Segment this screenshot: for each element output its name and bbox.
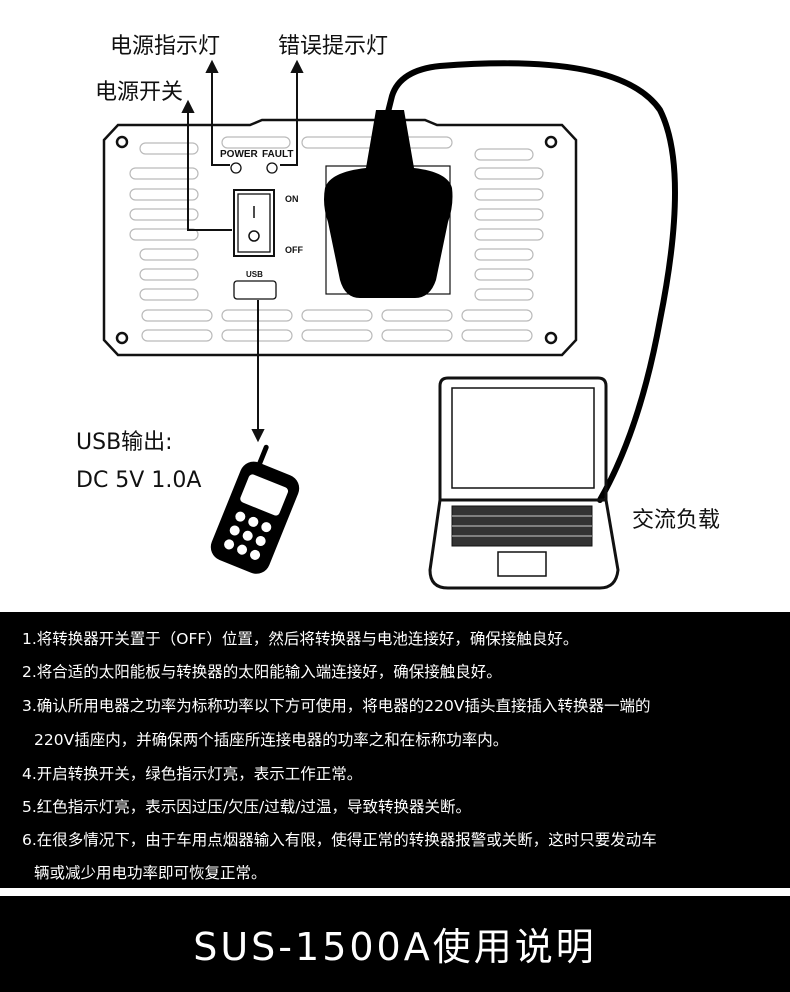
fault-led-label: FAULT <box>262 149 293 160</box>
instruction-6: 6.在很多情况下，由于车用点烟器输入有限，使得正常的转换器报警或关断，这时只要发… <box>22 831 657 849</box>
usb-port-label: USB <box>246 270 263 279</box>
switch-off-label: OFF <box>285 245 303 255</box>
ac-cable <box>385 60 678 503</box>
power-led-label: POWER <box>220 149 259 160</box>
instruction-2: 2.将合适的太阳能板与转换器的太阳能输入端连接好，确保接触良好。 <box>22 663 502 681</box>
usb-output-label: USB输出: <box>76 430 173 455</box>
instruction-1: 1.将转换器开关置于（OFF）位置，然后将转换器与电池连接好，确保接触良好。 <box>22 630 579 648</box>
usb-spec-label: DC 5V 1.0A <box>76 468 202 493</box>
page-title: SUS-1500A使用说明 <box>193 925 597 969</box>
instruction-3-cont: 220V插座内，并确保两个插座所连接电器的功率之和在标称功率内。 <box>34 731 509 749</box>
instruction-4: 4.开启转换开关，绿色指示灯亮，表示工作正常。 <box>22 765 363 783</box>
title-band <box>0 896 790 992</box>
fault-indicator-label: 错误提示灯 <box>278 34 389 59</box>
power-switch[interactable] <box>233 189 275 257</box>
laptop-icon <box>428 376 620 590</box>
instructions-panel: 1.将转换器开关置于（OFF）位置，然后将转换器与电池连接好，确保接触良好。 2… <box>0 612 790 888</box>
instruction-6-cont: 辆或减少用电功率即可恢复正常。 <box>34 864 267 882</box>
instruction-3: 3.确认所用电器之功率为标称功率以下方可使用，将电器的220V插头直接插入转换器… <box>22 697 651 715</box>
usb-port <box>233 280 277 300</box>
ac-load-label: 交流负载 <box>632 508 721 533</box>
fault-led <box>266 162 278 174</box>
instruction-5: 5.红色指示灯亮，表示因过压/欠压/过载/过温，导致转换器关断。 <box>22 798 471 816</box>
mobile-phone-icon <box>210 444 300 574</box>
inverter-panel <box>102 118 578 357</box>
power-switch-label: 电源开关 <box>95 80 184 105</box>
power-indicator-label: 电源指示灯 <box>110 34 221 59</box>
divider <box>0 888 790 896</box>
inverter-connection-diagram: POWER FAULT ON OFF USB <box>102 59 678 590</box>
callout-arrows <box>181 59 304 443</box>
switch-on-label: ON <box>285 194 299 204</box>
power-led <box>230 162 242 174</box>
ac-plug <box>324 110 453 298</box>
